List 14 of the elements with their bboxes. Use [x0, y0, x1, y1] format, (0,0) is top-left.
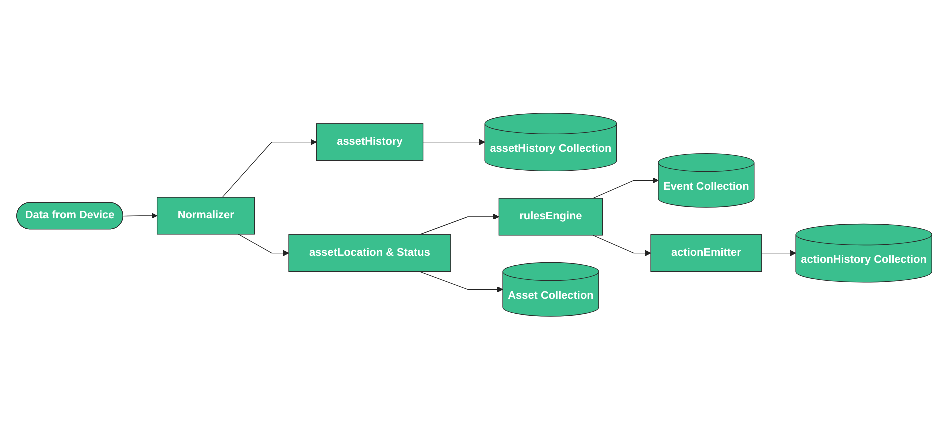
arrow: [761, 250, 796, 256]
arrow: [222, 138, 316, 198]
arrow: [418, 270, 503, 292]
flowchart-diagram: Data from Device Normalizer assetHistory assetHistory Collection assetLocation & Status rulesEngine Event Collection Asset Collection actionEmitter actionHistory Collection: [10, 108, 938, 322]
arrow: [422, 138, 485, 145]
arrow: [238, 234, 289, 256]
node-box: [288, 234, 451, 272]
node-box: [316, 123, 424, 161]
node-box: [498, 198, 603, 236]
arrow: [592, 177, 658, 198]
node-box: [650, 234, 762, 272]
node-box: [156, 196, 255, 234]
arrow: [592, 234, 651, 256]
arrow: [122, 212, 158, 218]
